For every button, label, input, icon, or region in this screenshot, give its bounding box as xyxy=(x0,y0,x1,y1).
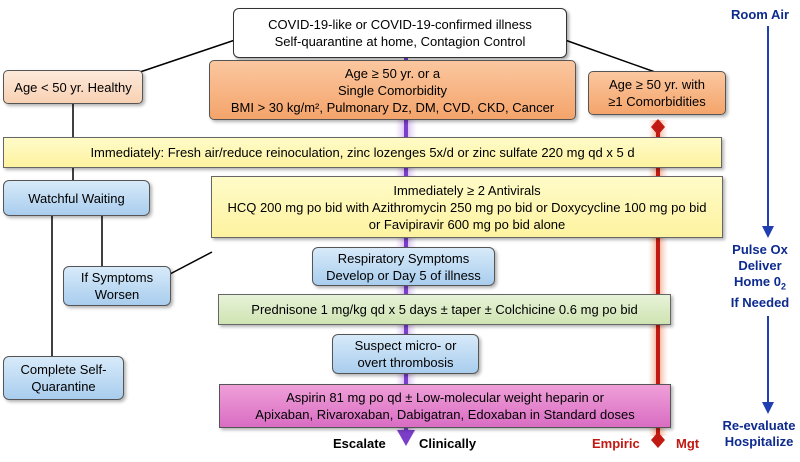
multi-comorbidity-line2: ≥1 Comorbidities xyxy=(608,94,706,109)
side-arrow-2-head xyxy=(762,402,774,414)
symptoms-worsen-box: If Symptoms Worsen xyxy=(63,266,171,306)
prednisone-text: Prednisone 1 mg/kg qd x 5 days ± taper ±… xyxy=(251,302,638,317)
single-comorbidity-box: Age ≥ 50 yr. or a Single Comorbidity BMI… xyxy=(209,60,576,120)
multi-comorbidity-box: Age ≥ 50 yr. with ≥1 Comorbidities xyxy=(588,71,726,115)
symptoms-worsen-line2: Worsen xyxy=(94,287,140,302)
antivirals-line2: HCQ 200 mg po bid with Azithromycin 250 … xyxy=(227,199,707,215)
immediate-measures-text: Immediately: Fresh air/reduce reinoculat… xyxy=(90,145,635,160)
escalate-label: Escalate xyxy=(333,436,386,451)
clinically-label: Clinically xyxy=(419,436,477,451)
pulse-ox-label: Pulse Ox Deliver Home 02 If Needed xyxy=(722,242,798,311)
side-arrow-1-head xyxy=(762,226,774,238)
antivirals-line3: or Favipiravir 600 mg po bid alone xyxy=(368,216,566,232)
empiric-label: Empiric xyxy=(592,436,640,451)
complete-quarantine-line2: Quarantine xyxy=(31,379,96,394)
respiratory-line1: Respiratory Symptoms xyxy=(337,250,470,266)
pulse-ox-line2: Deliver xyxy=(738,258,782,273)
respiratory-symptoms-box: Respiratory Symptoms Develop or Day 5 of… xyxy=(312,247,495,286)
pulse-ox-subscript: 2 xyxy=(780,281,786,292)
symptoms-worsen-line1: If Symptoms xyxy=(80,270,154,285)
presentation-box: COVID-19-like or COVID-19-confirmed illn… xyxy=(233,8,567,58)
connector-top-to-healthy xyxy=(139,39,236,73)
watchful-waiting-box: Watchful Waiting xyxy=(3,180,150,216)
watchful-waiting-label: Watchful Waiting xyxy=(28,190,125,206)
anticoagulation-line2: Apixaban, Rivaroxaban, Dabigatran, Edoxa… xyxy=(255,407,635,422)
room-air-text: Room Air xyxy=(730,7,790,22)
complete-quarantine-line1: Complete Self- xyxy=(20,362,107,377)
thrombosis-line1: Suspect micro- or xyxy=(354,338,457,353)
pulse-ox-line3: Home 02 xyxy=(722,274,798,295)
single-comorbidity-line2: Single Comorbidity xyxy=(337,82,448,98)
thrombosis-box: Suspect micro- or overt thrombosis xyxy=(332,334,479,374)
healthy-box: Age < 50 yr. Healthy xyxy=(3,70,143,104)
immediate-measures-bar: Immediately: Fresh air/reduce reinoculat… xyxy=(3,137,722,168)
room-air-label: Room Air xyxy=(722,7,798,23)
single-comorbidity-line1: Age ≥ 50 yr. or a xyxy=(344,65,441,81)
antivirals-line1: Immediately ≥ 2 Antivirals xyxy=(393,182,541,198)
pulse-ox-line1: Pulse Ox xyxy=(732,242,788,257)
anticoagulation-line1: Aspirin 81 mg po qd ± Low-molecular weig… xyxy=(286,390,604,405)
reevaluate-line2: Hospitalize xyxy=(724,434,794,449)
respiratory-line2: Develop or Day 5 of illness xyxy=(326,267,481,283)
thrombosis-line2: overt thrombosis xyxy=(357,355,454,370)
mgt-label: Mgt xyxy=(676,436,700,451)
presentation-line2: Self-quarantine at home, Contagion Contr… xyxy=(274,34,526,49)
pulse-ox-line4: If Needed xyxy=(730,294,790,310)
reevaluate-line1: Re-evaluate xyxy=(722,418,796,433)
pulse-ox-home-o: Home 0 xyxy=(734,274,781,289)
empiric-diamond-top xyxy=(651,119,665,135)
complete-quarantine-box: Complete Self- Quarantine xyxy=(3,356,124,400)
escalate-arrow-head xyxy=(397,430,415,446)
empiric-diamond-bottom xyxy=(651,432,665,448)
single-comorbidity-line3: BMI > 30 kg/m², Pulmonary Dz, DM, CVD, C… xyxy=(230,99,555,115)
healthy-label: Age < 50 yr. Healthy xyxy=(14,79,132,95)
reevaluate-label: Re-evaluate Hospitalize xyxy=(718,418,800,450)
prednisone-bar: Prednisone 1 mg/kg qd x 5 days ± taper ±… xyxy=(218,294,671,325)
connector-top-to-multi xyxy=(564,39,656,73)
antivirals-box: Immediately ≥ 2 Antivirals HCQ 200 mg po… xyxy=(211,176,723,238)
presentation-line1: COVID-19-like or COVID-19-confirmed illn… xyxy=(268,17,532,32)
connector-worsen-to-antivirals xyxy=(169,251,213,275)
anticoagulation-box: Aspirin 81 mg po qd ± Low-molecular weig… xyxy=(219,384,671,428)
multi-comorbidity-line1: Age ≥ 50 yr. with xyxy=(608,77,705,92)
